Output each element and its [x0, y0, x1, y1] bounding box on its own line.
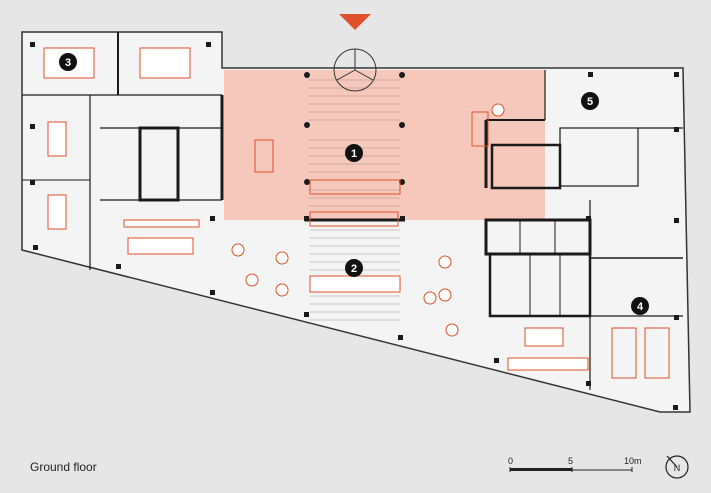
room-marker-4 [631, 297, 649, 315]
walls [22, 32, 683, 390]
foyer-steps [308, 79, 400, 207]
room-markers [59, 53, 649, 315]
room-number-1: 1 [351, 148, 357, 160]
auditorium-seats [611, 327, 670, 379]
north-compass-icon: N [663, 453, 691, 481]
columns [30, 42, 679, 410]
room-number-3: 3 [65, 57, 71, 69]
room-number-4: 4 [637, 301, 644, 313]
plan-caption: Ground floor [30, 460, 97, 474]
room-marker-2 [345, 259, 363, 277]
entrance-arrow-icon [339, 14, 371, 30]
scale-tick-5: 5 [568, 456, 574, 466]
room-marker-1 [345, 144, 363, 162]
room-number-5: 5 [587, 96, 593, 108]
room-marker-5 [581, 92, 599, 110]
meeting-tables [43, 47, 589, 371]
scale-tick-10: 10m [624, 456, 642, 466]
revolving-door [333, 48, 377, 92]
room-number-2: 2 [351, 263, 357, 275]
compass-label: N [674, 463, 681, 473]
seating-steps [310, 229, 400, 321]
room-marker-3 [59, 53, 77, 71]
scale-tick-0: 0 [508, 456, 514, 466]
foyer-furniture [254, 111, 489, 227]
cafe-tables [231, 103, 505, 337]
scale-bar: 0 5 10m [508, 456, 648, 486]
